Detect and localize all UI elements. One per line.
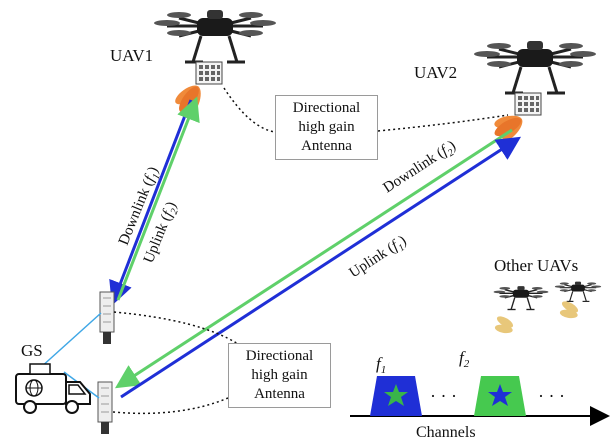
channel-f2-label: f2 (459, 348, 470, 370)
other-uav-drone-icon-2 (554, 281, 602, 302)
top-callout-line-1: Directional (292, 100, 361, 116)
uav2-uplink-label: Uplink (f1) (346, 233, 411, 284)
top-callout-line-2: high gain (298, 119, 355, 135)
uav2-antenna-panel-icon (514, 92, 542, 116)
channel-f1-label: f1 (376, 354, 386, 376)
other-uav-beam-icon-1 (494, 314, 515, 335)
uav2-label: UAV2 (414, 63, 457, 82)
bottom-callout-leader-lower (112, 397, 229, 415)
bottom-callout-leader-upper (113, 311, 239, 345)
gs-upper-antenna-panel-icon (99, 291, 115, 344)
uav1-downlink-arrow (109, 99, 193, 306)
uav2-uplink-arrow (120, 136, 522, 399)
uav1-drone-icon (152, 8, 278, 64)
channel-ellipsis-2: · · · (538, 386, 565, 406)
uav2-downlink-arrow (114, 128, 513, 389)
top-callout-leader-left (223, 87, 276, 133)
uav2-drone-icon (472, 39, 598, 95)
channel-f1 (370, 376, 422, 416)
top-callout-leader-right (377, 114, 509, 132)
uav1-uplink-arrow (116, 96, 200, 301)
bottom-callout-line-2: high gain (251, 367, 308, 383)
channel-f2-star-icon (488, 384, 512, 406)
top-callout-line-3: Antenna (301, 138, 352, 154)
top-antenna-callout: Directional high gain Antenna (275, 95, 378, 160)
bottom-antenna-callout: Directional high gain Antenna (228, 343, 331, 408)
uav2-links (114, 128, 522, 399)
channel-f1-star-icon (384, 384, 408, 406)
channels-axis-label: Channels (416, 424, 476, 441)
bottom-callout-line-3: Antenna (254, 386, 305, 402)
other-uavs-label: Other UAVs (494, 256, 578, 275)
gs-label: GS (21, 341, 43, 360)
channel-f2 (474, 376, 526, 416)
channel-ellipsis-1: · · · (430, 386, 457, 406)
uav1-label: UAV1 (110, 46, 153, 65)
uav1-uplink-label: Uplink (f2) (141, 200, 183, 267)
uav1-antenna-panel-icon (195, 61, 223, 85)
other-uav-drone-icon-1 (492, 285, 550, 311)
ground-station-van-icon (15, 363, 91, 414)
uav1-links (109, 96, 200, 306)
gs-lower-antenna-panel-icon (97, 381, 113, 434)
bottom-callout-line-1: Directional (245, 348, 314, 364)
other-uav-beam-icon-2 (559, 299, 580, 320)
